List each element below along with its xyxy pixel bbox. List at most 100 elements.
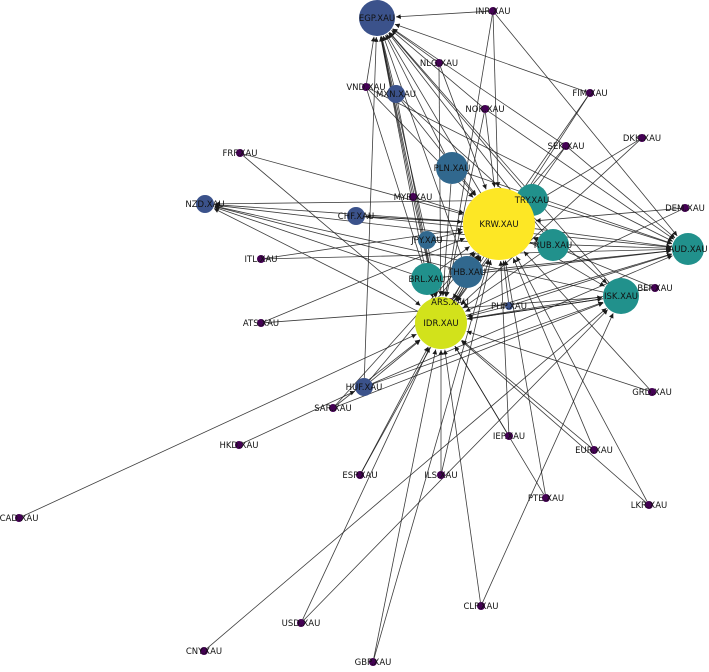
node-label-myr-xau: MYR.XAU [394, 193, 433, 203]
node-label-chf-xau: CHF.XAU [338, 212, 374, 222]
edge-vnd-xau-to-aud-xau [369, 88, 673, 242]
node-cad-xau [15, 514, 23, 522]
node-label-sek-xau: SEK.XAU [548, 142, 585, 152]
node-vnd-xau [362, 83, 370, 91]
edge-brl-xau-to-idr-xau [429, 292, 434, 298]
node-sar-xau [329, 404, 337, 412]
node-pln-xau [436, 152, 468, 184]
node-krw-xau [463, 188, 535, 260]
node-label-bef-xau: BEF.XAU [637, 284, 672, 294]
edge-dem-xau-to-krw-xau [535, 207, 682, 223]
edge-nlg-xau-to-idr-xau [438, 66, 444, 297]
node-label-inr-xau: INR.XAU [475, 7, 510, 17]
edge-itl-xau-to-aud-xau [264, 247, 672, 260]
edge-grd-xau-to-krw-xau [523, 251, 650, 390]
node-label-isk-xau: ISK.XAU [604, 292, 638, 302]
node-label-ars-xau: ARS.XAU [431, 298, 469, 308]
edge-esp-xau-to-idr-xau [361, 346, 429, 472]
node-label-sar-xau: SAR.XAU [314, 404, 352, 414]
edge-gbp-xau-to-krw-xau [373, 259, 490, 659]
node-label-vnd-xau: VND.XAU [346, 83, 385, 93]
edge-iep-xau-to-krw-xau [498, 260, 510, 433]
node-thb-xau [451, 256, 483, 288]
node-nok-xau [481, 105, 489, 113]
edge-thb-xau-to-aud-xau [482, 248, 672, 271]
node-usd-xau [297, 619, 305, 627]
edge-eur-xau-to-krw-xau [512, 257, 593, 447]
node-label-idr-xau: IDR.XAU [423, 319, 458, 329]
node-label-thb-xau: THB.XAU [447, 268, 486, 278]
edge-mxn-xau-to-egp-xau [380, 36, 395, 86]
edge-sek-xau-to-egp-xau [392, 28, 563, 145]
node-label-nlg-xau: NLG.XAU [420, 59, 458, 69]
edge-isk-xau-to-egp-xau [389, 32, 610, 283]
node-myr-xau [409, 193, 417, 201]
edge-sar-xau-to-isk-xau [336, 302, 604, 407]
node-label-try-xau: TRY.XAU [514, 196, 550, 206]
edge-idr-xau-to-aud-xau [465, 252, 672, 316]
node-isk-xau [603, 278, 639, 314]
edge-inr-xau-to-egp-xau [395, 10, 490, 20]
node-ils-xau [437, 471, 445, 479]
node-label-grd-xau: GRD.XAU [632, 388, 672, 398]
edge-nlg-xau-to-egp-xau [392, 28, 437, 62]
edge-inr-xau-to-krw-xau [492, 14, 501, 188]
edge-jpy-xau-to-egp-xau [379, 36, 426, 232]
edge-clp-xau-to-isk-xau [482, 313, 614, 603]
edge-krw-xau-to-nzd-xau [214, 202, 464, 222]
node-chf-xau [347, 207, 365, 225]
edge-pln-xau-to-aud-xau [466, 172, 673, 245]
edge-idr-xau-to-egp-xau [379, 36, 437, 298]
edge-try-xau-to-egp-xau [388, 32, 522, 189]
node-label-aud-xau: AUD.XAU [668, 245, 707, 255]
node-fim-xau [586, 89, 594, 97]
node-label-huf-xau: HUF.XAU [346, 383, 383, 393]
edge-frf-xau-to-idr-xau [242, 155, 421, 306]
edge-idr-xau-to-nzd-xau [213, 208, 418, 312]
edge-lkr-xau-to-idr-xau [461, 340, 647, 503]
edge-brl-xau-to-nzd-xau [214, 206, 412, 275]
edge-mxn-xau-to-krw-xau [401, 100, 477, 196]
edge-sar-xau-to-krw-xau [335, 251, 475, 406]
node-label-frf-xau: FRF.XAU [223, 149, 258, 159]
node-label-ils-xau: ILS.XAU [424, 471, 457, 481]
node-label-iep-xau: IEP.XAU [493, 432, 525, 442]
node-hkd-xau [235, 441, 243, 449]
edge-huf-xau-to-egp-xau [363, 36, 379, 379]
edge-fim-xau-to-egp-xau [394, 23, 587, 93]
node-label-rub-xau: RUB.XAU [534, 241, 573, 251]
edge-php-xau-to-aud-xau [512, 253, 672, 306]
node-bef-xau [651, 284, 659, 292]
node-idr-xau [415, 297, 467, 349]
node-huf-xau [355, 378, 373, 396]
edge-eur-xau-to-idr-xau [461, 339, 592, 448]
node-ats-xau [257, 319, 265, 327]
edge-pln-xau-to-egp-xau [385, 34, 446, 154]
edge-dkk-xau-to-krw-xau [530, 139, 639, 206]
node-clp-xau [477, 602, 485, 610]
node-nlg-xau [435, 59, 443, 67]
node-label-mxn-xau: MXN.XAU [376, 90, 416, 100]
node-dkk-xau [638, 134, 646, 142]
node-label-pte-xau: PTE.XAU [528, 494, 564, 504]
node-php-xau [505, 302, 513, 310]
edge-huf-xau-to-isk-xau [372, 301, 604, 385]
node-lkr-xau [645, 501, 653, 509]
edge-brl-xau-to-krw-xau [439, 246, 470, 270]
node-frf-xau [236, 149, 244, 157]
node-label-krw-xau: KRW.XAU [479, 220, 518, 230]
edge-php-xau-to-krw-xau [501, 260, 509, 303]
edge-vnd-xau-to-idr-xau [366, 90, 434, 298]
node-itl-xau [257, 255, 265, 263]
node-pte-xau [542, 494, 550, 502]
edge-usd-xau-to-idr-xau [302, 347, 430, 620]
edge-inr-xau-to-idr-xau [443, 14, 493, 297]
edge-cad-xau-to-idr-xau [22, 333, 417, 517]
edge-inr-xau-to-aud-xau [495, 13, 678, 237]
node-label-esp-xau: ESP.XAU [342, 471, 377, 481]
edges-layer [22, 10, 682, 659]
edge-pln-xau-to-krw-xau [461, 180, 476, 196]
edge-sek-xau-to-aud-xau [568, 148, 676, 239]
